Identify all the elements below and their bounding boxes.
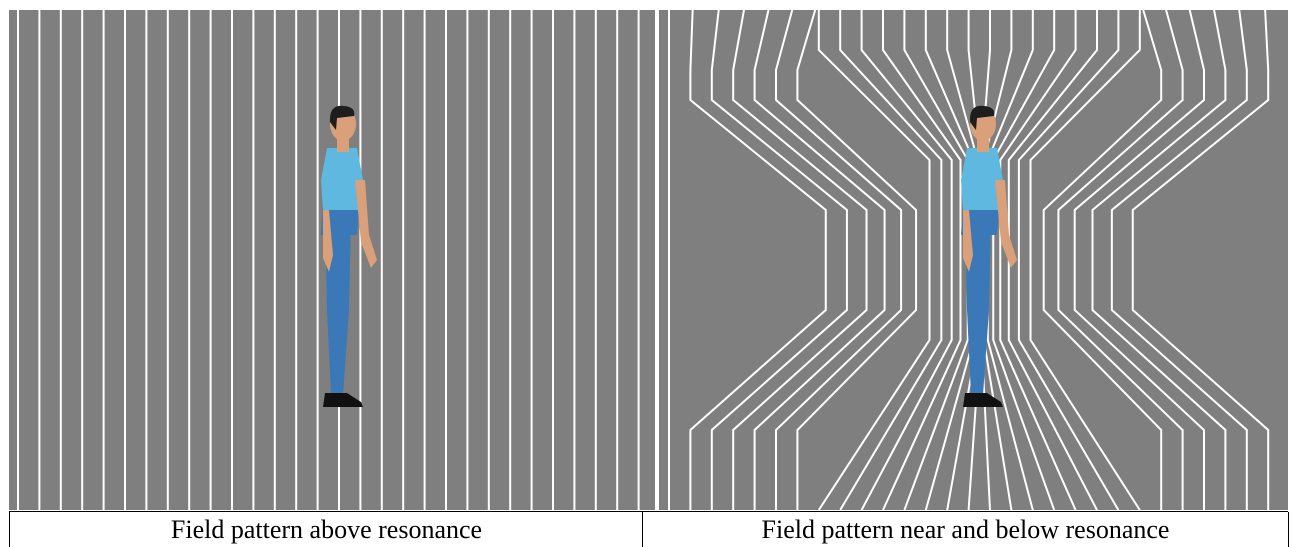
arm-shape: [355, 180, 377, 268]
field-line: [1017, 10, 1120, 510]
field-line: [689, 10, 827, 510]
field-panel-above-resonance: [9, 10, 655, 510]
field-line: [817, 10, 931, 510]
field-panel-near-below-resonance: [659, 10, 1288, 510]
field-line: [999, 10, 1077, 510]
back-arm-shape: [323, 210, 333, 272]
neck-shape: [337, 138, 349, 152]
field-line: [1042, 10, 1163, 510]
field-line: [775, 10, 903, 510]
back-arm-shape: [963, 210, 973, 272]
neck-shape: [977, 138, 989, 152]
field-line: [882, 10, 962, 510]
caption-near-below-resonance: Field pattern near and below resonance: [642, 512, 1289, 547]
shoe-shape: [963, 393, 1003, 407]
field-lines-converging: [659, 10, 1288, 510]
field-line: [710, 10, 848, 510]
field-line: [1073, 10, 1205, 510]
arm-shape: [995, 180, 1017, 268]
caption-above-resonance: Field pattern above resonance: [9, 512, 643, 547]
human-figure: [961, 105, 1017, 407]
caption-row: Field pattern above resonance Field patt…: [9, 511, 1289, 547]
field-line: [1057, 10, 1184, 510]
field-line: [860, 10, 953, 510]
field-line: [839, 10, 943, 510]
field-line: [1007, 10, 1098, 510]
shoe-shape: [323, 393, 363, 407]
field-line: [1029, 10, 1141, 510]
hair-shape: [969, 105, 995, 130]
field-line: [796, 10, 918, 510]
human-figure: [321, 105, 377, 407]
hair-shape: [329, 105, 355, 130]
shirt-shape: [961, 148, 1003, 210]
field-line: [1131, 10, 1270, 510]
field-line: [753, 10, 886, 510]
field-lines-straight: [9, 10, 655, 510]
shirt-shape: [321, 148, 363, 210]
field-line: [732, 10, 868, 510]
field-line: [1091, 10, 1227, 510]
field-line: [1110, 10, 1248, 510]
